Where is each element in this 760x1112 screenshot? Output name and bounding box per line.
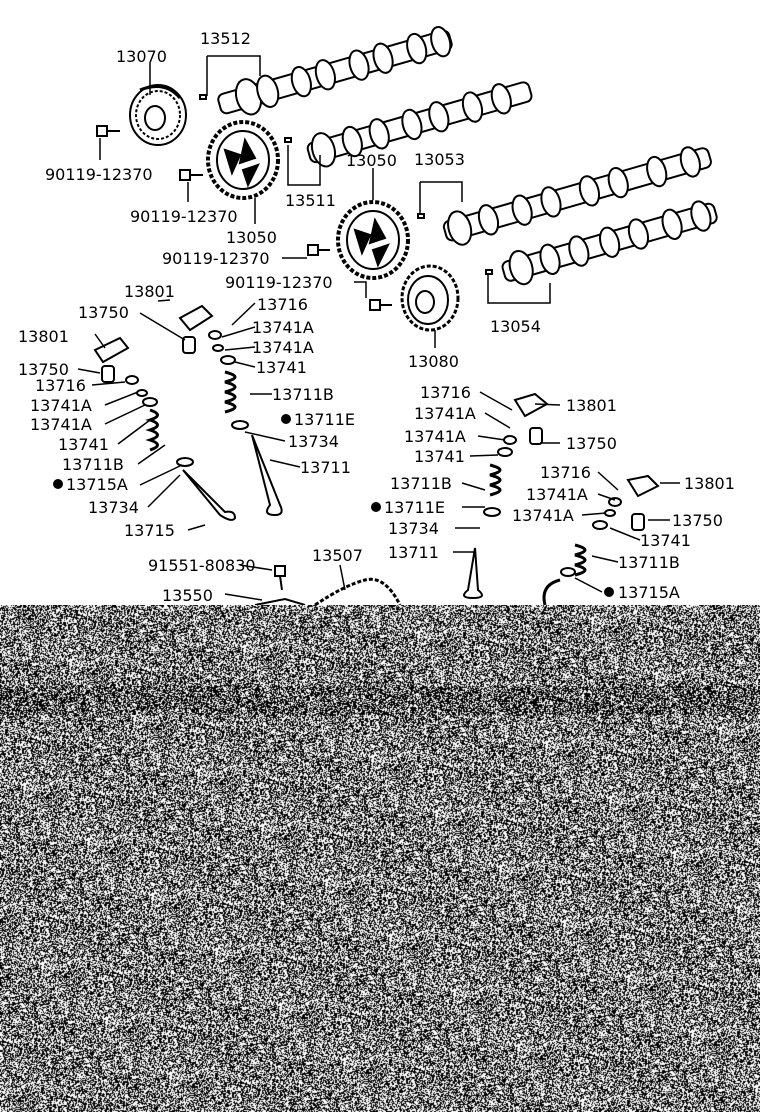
chain-guide-13550: [254, 597, 306, 605]
part-label: 13716: [257, 295, 308, 314]
part-label: 13741: [256, 358, 307, 377]
part-label: 13711: [388, 543, 439, 562]
part-label: 13801: [18, 327, 69, 346]
vvt-gear-13080: [400, 264, 460, 332]
part-label: 13050: [226, 228, 277, 247]
part-label: 13741A: [414, 404, 476, 423]
part-label: 90119-12370: [225, 273, 333, 292]
part-label: 13711E: [294, 410, 355, 429]
leader-lines: [77, 55, 680, 601]
part-label: 13711B: [272, 385, 334, 404]
part-label: 13741A: [512, 506, 574, 525]
part-label: 13050: [346, 151, 397, 170]
valve-assembly-left: [93, 336, 237, 521]
part-label: 13750: [18, 360, 69, 379]
part-label: 13711B: [618, 553, 680, 572]
part-label: 13512: [200, 29, 251, 48]
part-label: 13801: [566, 396, 617, 415]
part-label: 13741A: [404, 427, 466, 446]
part-labels: 13070 13512 90119-12370 90119-12370 1351…: [18, 29, 735, 605]
part-label: 13750: [566, 434, 617, 453]
vvt-gear-13070: [129, 84, 187, 146]
part-label: 13711B: [390, 474, 452, 493]
part-label: 13741A: [252, 338, 314, 357]
part-label: 13741: [414, 447, 465, 466]
part-label: 91551-80830: [148, 556, 256, 575]
exploded-parts-diagram: 13070 13512 90119-12370 90119-12370 1351…: [18, 26, 735, 605]
part-label: 90119-12370: [45, 165, 153, 184]
camshaft-upper-1: [217, 26, 453, 116]
static-noise-area: [0, 605, 760, 1112]
part-label: 13750: [78, 303, 129, 322]
part-label: 13054: [490, 317, 541, 336]
bullet-markers: [53, 414, 614, 597]
part-label: 13507: [312, 546, 363, 565]
part-label: 13741: [58, 435, 109, 454]
part-label: 13053: [414, 150, 465, 169]
part-label: 90119-12370: [162, 249, 270, 268]
part-label: 13734: [388, 519, 439, 538]
camshaft-lower-2: [501, 200, 718, 286]
cam-sprocket-13050-upper: [206, 120, 280, 200]
part-label: 13711: [300, 458, 351, 477]
part-label: 13711B: [62, 455, 124, 474]
part-label: 13080: [408, 352, 459, 371]
part-label: 13741A: [30, 415, 92, 434]
part-label: 13801: [124, 282, 175, 301]
cam-sprocket-13050-lower: [336, 200, 410, 280]
part-label: 13715: [124, 521, 175, 540]
part-label: 13716: [420, 383, 471, 402]
part-label: 13741A: [252, 318, 314, 337]
part-label: 13741A: [30, 396, 92, 415]
camshaft-lower-1: [442, 146, 712, 246]
part-label: 13801: [684, 474, 735, 493]
part-label: 13750: [672, 511, 723, 530]
part-label: 13711E: [384, 498, 445, 517]
valve-assembly-center: [178, 304, 283, 517]
part-label: 13734: [88, 498, 139, 517]
part-label: 13716: [540, 463, 591, 482]
part-label: 13734: [288, 432, 339, 451]
part-label: 13715A: [618, 583, 680, 602]
part-label: 13716: [35, 376, 86, 395]
part-label: 13715A: [66, 475, 128, 494]
part-label: 13511: [285, 191, 336, 210]
part-label: 13741A: [526, 485, 588, 504]
camshaft-upper-2: [306, 81, 533, 168]
part-label: 90119-12370: [130, 207, 238, 226]
part-label: 13741: [640, 531, 691, 550]
dowel-pins: [199, 94, 493, 275]
bolt-icons: [96, 125, 392, 591]
part-label: 13070: [116, 47, 167, 66]
timing-chain-13507: [314, 577, 402, 605]
part-label: 13550: [162, 586, 213, 605]
